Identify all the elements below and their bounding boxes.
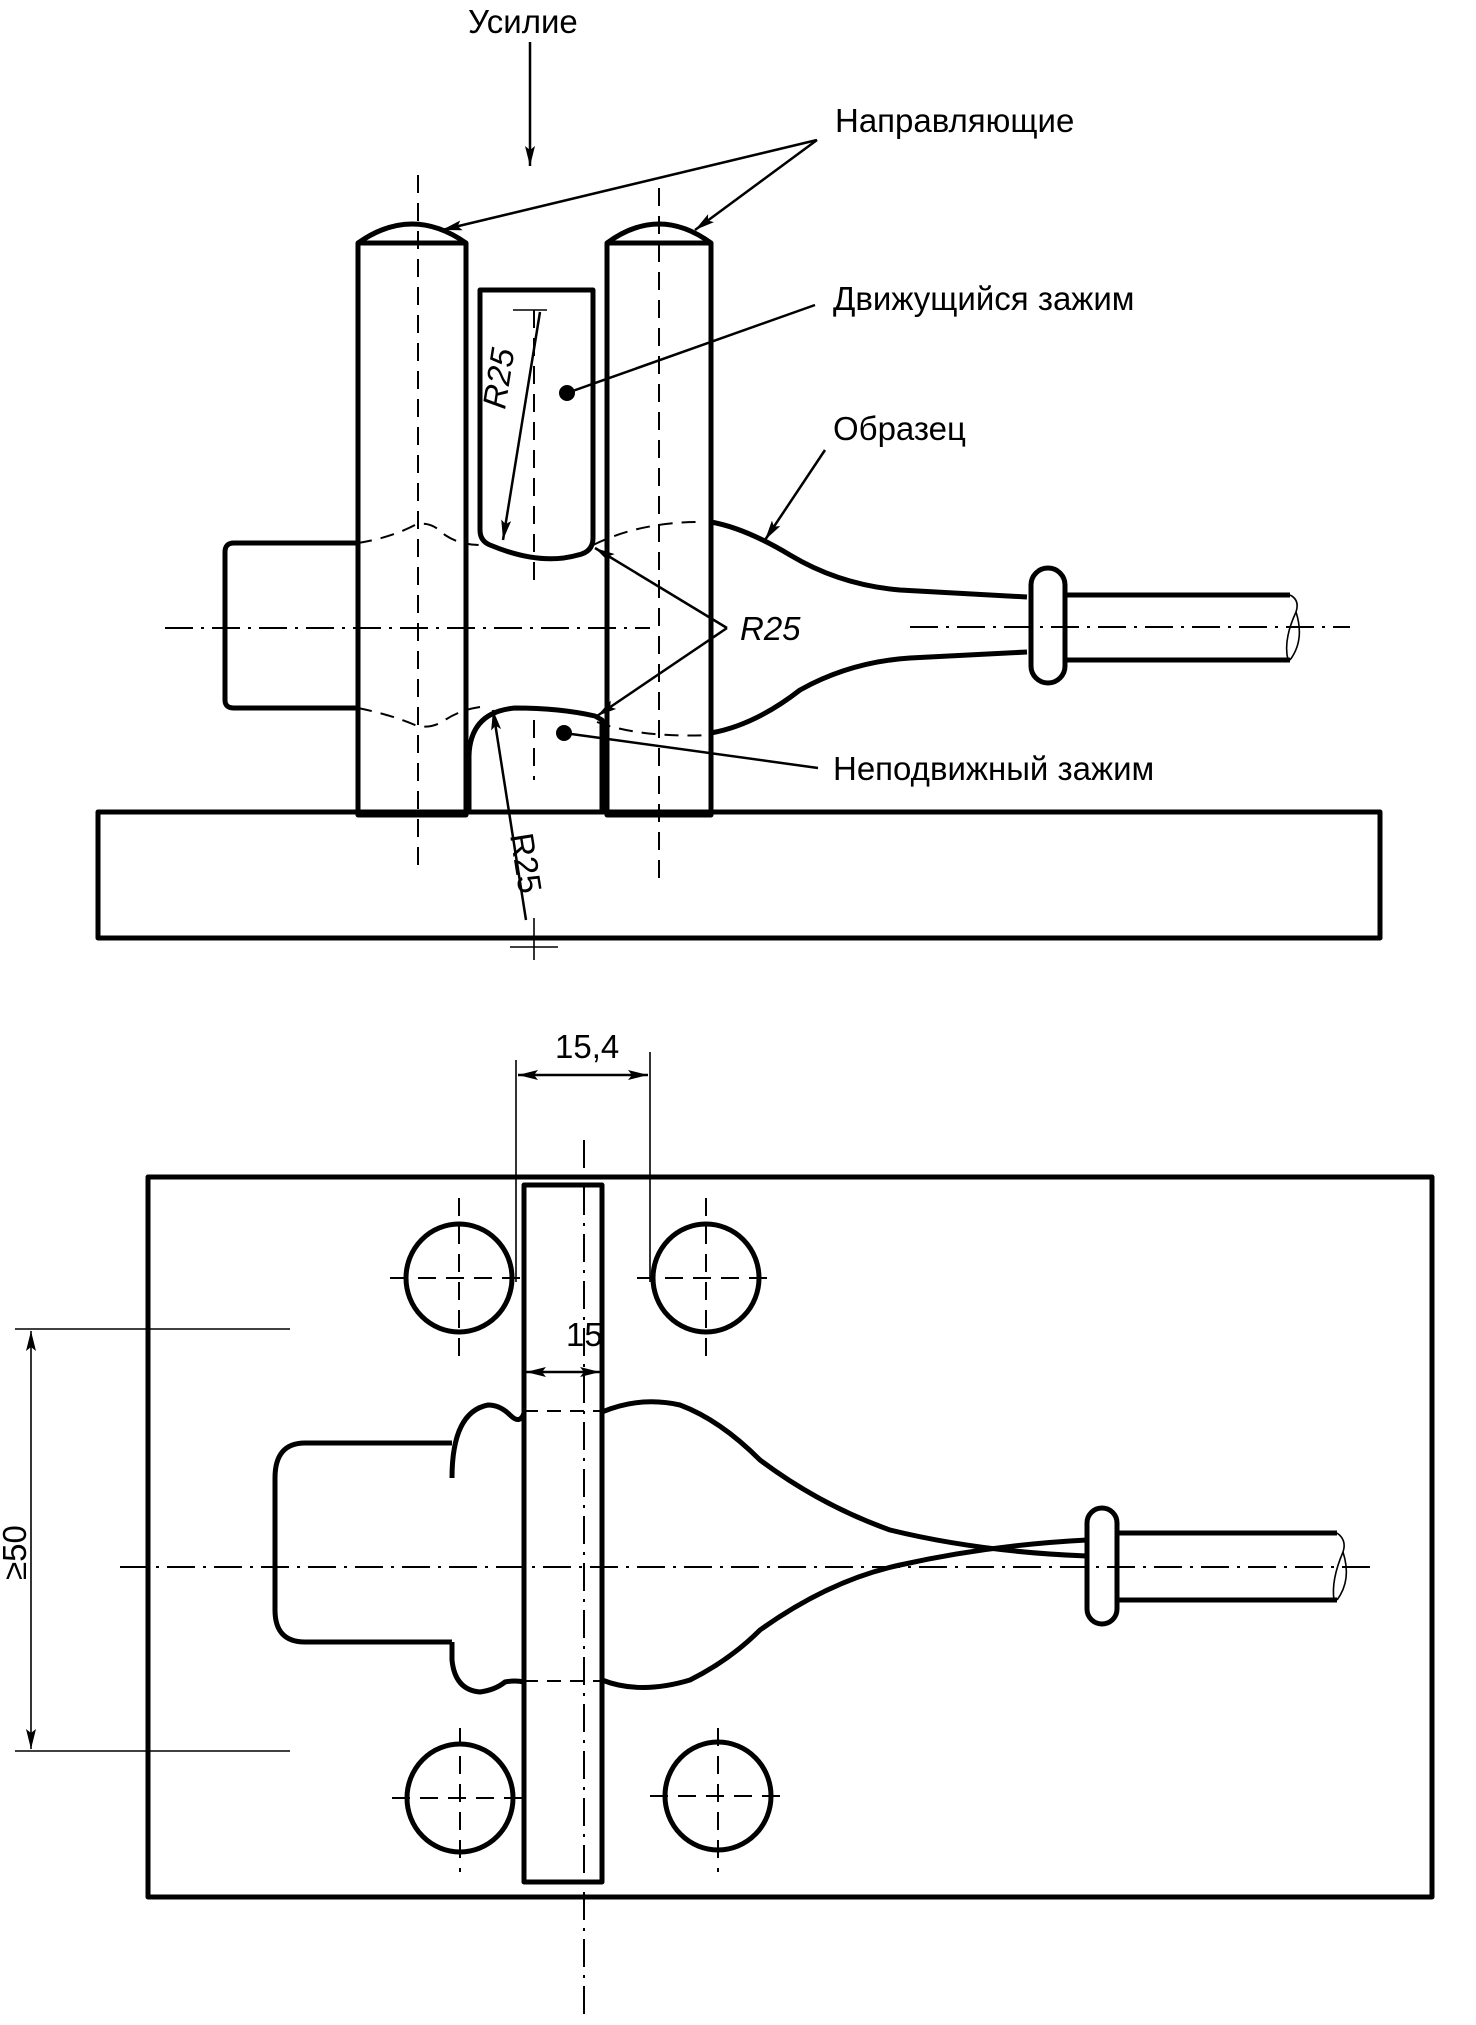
top-view: 15,4 15 ≥50	[0, 1028, 1435, 2020]
radius-moving-clamp-line	[501, 311, 542, 541]
fixed-clamp-label: Неподвижный зажим	[833, 750, 1154, 787]
dim-outer-width-label: 15,4	[555, 1028, 619, 1065]
dim-inner-width-label: 15	[566, 1316, 603, 1353]
specimen-label: Образец	[833, 410, 966, 447]
top-guide-post	[650, 1728, 790, 1872]
specimen-leader	[763, 449, 827, 541]
moving-clamp-label: Движущийся зажим	[833, 280, 1135, 317]
specimen-top	[120, 1399, 1370, 1695]
guides-leader-right	[694, 138, 818, 232]
top-guide-post	[390, 1198, 530, 1362]
top-base-plate	[145, 1174, 1435, 1900]
radius-fixed-clamp-label: R25	[503, 830, 549, 896]
fixed-clamp-leader	[563, 731, 819, 770]
top-clamp-bar	[521, 1182, 605, 1885]
top-guide-post	[637, 1198, 777, 1362]
force-label: Усилие	[468, 3, 578, 40]
side-view: Усилие	[95, 3, 1383, 960]
fixed-clamp	[466, 705, 605, 960]
top-guide-post	[392, 1728, 532, 1872]
moving-clamp-leader	[566, 303, 816, 395]
radius-fixed-clamp-line	[491, 709, 528, 921]
dim-spacing-label: ≥50	[0, 1525, 33, 1580]
guides-leader-left	[441, 138, 818, 232]
radius-specimen-line-lower	[596, 626, 728, 718]
moving-clamp	[477, 287, 596, 590]
radius-specimen-line-upper	[594, 546, 728, 630]
specimen-side	[165, 519, 1350, 737]
radius-specimen-label: R25	[740, 610, 801, 647]
guide-post-right	[604, 188, 714, 880]
base-plate	[95, 809, 1383, 941]
guide-post-left	[355, 175, 469, 865]
guides-label: Направляющие	[835, 102, 1074, 139]
